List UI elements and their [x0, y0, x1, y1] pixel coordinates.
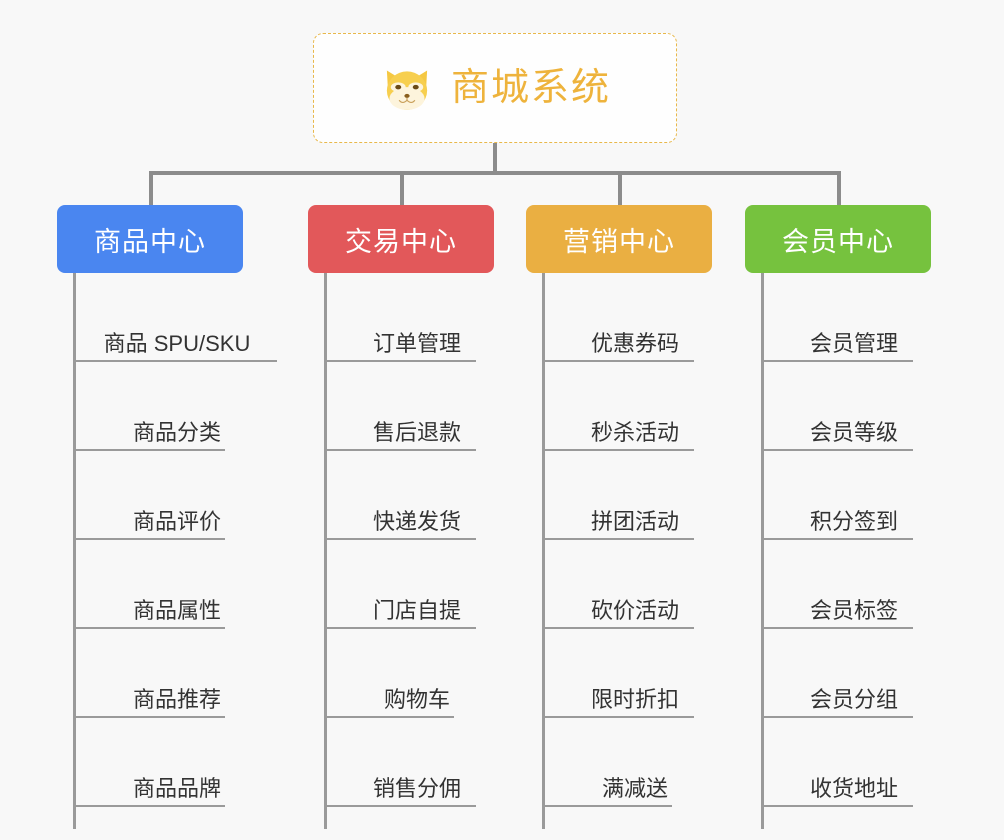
leaf-item[interactable]: 售后退款 [324, 362, 510, 451]
category-label: 交易中心 [345, 226, 457, 257]
category-label: 商品中心 [94, 226, 206, 257]
leaf-underline [542, 449, 694, 451]
leaf-item[interactable]: 会员管理 [761, 273, 947, 362]
leaf-item[interactable]: 会员标签 [761, 540, 947, 629]
column-spine [73, 273, 76, 829]
leaf-underline [761, 805, 913, 807]
connector-drop-1 [149, 171, 153, 207]
branch-column-4: 会员管理 会员等级 积分签到 会员标签 会员分组 收货地址 [761, 273, 947, 829]
leaf-item[interactable]: 会员等级 [761, 362, 947, 451]
leaf-underline [324, 716, 454, 718]
leaf-item[interactable]: 商品属性 [73, 540, 281, 629]
leaf-underline [761, 360, 913, 362]
root-node-mall-system[interactable]: 商城系统 [313, 33, 677, 143]
leaf-underline [761, 538, 913, 540]
leaf-item[interactable]: 商品分类 [73, 362, 281, 451]
column-spine [324, 273, 327, 829]
leaf-underline [761, 716, 913, 718]
leaf-underline [542, 360, 694, 362]
connector-root-stem [493, 143, 497, 173]
leaf-underline [324, 805, 476, 807]
connector-horizontal-bus [149, 171, 841, 175]
category-box-营销中心[interactable]: 营销中心 [526, 205, 712, 273]
leaf-item[interactable]: 会员分组 [761, 629, 947, 718]
leaf-item[interactable]: 满减送 [542, 718, 728, 807]
branch-column-1: 商品 SPU/SKU 商品分类 商品评价 商品属性 商品推荐 商品品牌 [73, 273, 281, 829]
leaf-underline [542, 538, 694, 540]
leaf-underline [324, 538, 476, 540]
category-label: 营销中心 [563, 226, 675, 257]
leaf-item[interactable]: 收货地址 [761, 718, 947, 807]
leaf-underline [73, 627, 225, 629]
category-box-会员中心[interactable]: 会员中心 [745, 205, 931, 273]
leaf-item[interactable]: 订单管理 [324, 273, 510, 362]
leaf-item[interactable]: 商品评价 [73, 451, 281, 540]
connector-drop-3 [618, 171, 622, 207]
leaf-underline [542, 805, 672, 807]
category-box-商品中心[interactable]: 商品中心 [57, 205, 243, 273]
leaf-item[interactable]: 商品 SPU/SKU [73, 273, 281, 362]
dog-face-icon [379, 60, 435, 116]
leaf-underline [542, 627, 694, 629]
root-title: 商城系统 [450, 67, 611, 109]
leaf-item[interactable]: 砍价活动 [542, 540, 728, 629]
leaf-item[interactable]: 拼团活动 [542, 451, 728, 540]
leaf-item[interactable]: 商品品牌 [73, 718, 281, 807]
leaf-item[interactable]: 商品推荐 [73, 629, 281, 718]
leaf-underline [542, 716, 694, 718]
leaf-underline [73, 360, 277, 362]
leaf-underline [761, 449, 913, 451]
leaf-item[interactable]: 限时折扣 [542, 629, 728, 718]
leaf-underline [73, 805, 225, 807]
leaf-underline [324, 360, 476, 362]
leaf-item[interactable]: 优惠券码 [542, 273, 728, 362]
leaf-underline [761, 627, 913, 629]
leaf-item[interactable]: 销售分佣 [324, 718, 510, 807]
connector-drop-4 [837, 171, 841, 207]
connector-drop-2 [400, 171, 404, 207]
leaf-underline [73, 538, 225, 540]
leaf-underline [73, 716, 225, 718]
category-label: 会员中心 [782, 226, 894, 257]
column-spine [761, 273, 764, 829]
leaf-item[interactable]: 积分签到 [761, 451, 947, 540]
branch-column-2: 订单管理 售后退款 快递发货 门店自提 购物车 销售分佣 [324, 273, 510, 829]
category-box-交易中心[interactable]: 交易中心 [308, 205, 494, 273]
leaf-underline [73, 449, 225, 451]
branch-column-3: 优惠券码 秒杀活动 拼团活动 砍价活动 限时折扣 满减送 [542, 273, 728, 829]
leaf-item[interactable]: 秒杀活动 [542, 362, 728, 451]
leaf-item[interactable]: 购物车 [324, 629, 510, 718]
leaf-underline [324, 449, 476, 451]
leaf-underline [324, 627, 476, 629]
leaf-item[interactable]: 快递发货 [324, 451, 510, 540]
column-spine [542, 273, 545, 829]
leaf-item[interactable]: 门店自提 [324, 540, 510, 629]
